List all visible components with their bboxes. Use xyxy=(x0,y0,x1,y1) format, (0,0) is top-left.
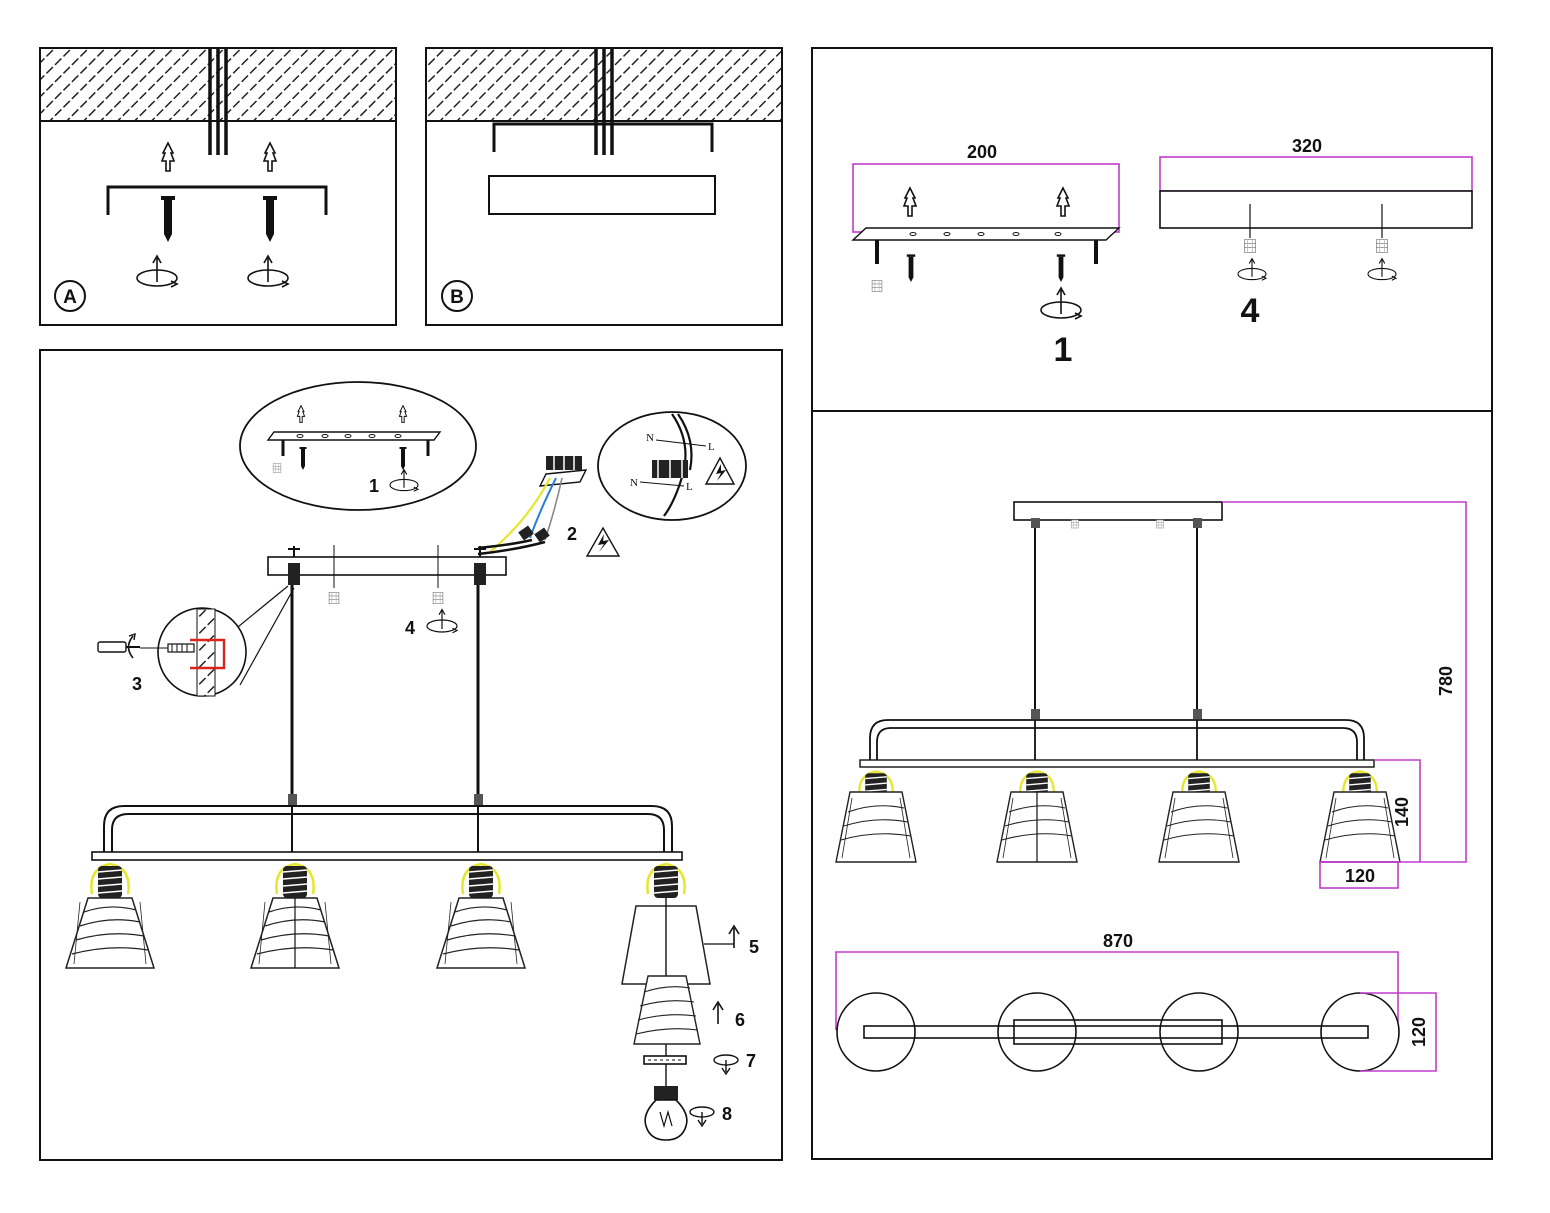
step-6-label: 6 xyxy=(735,1010,745,1030)
panel-a: A xyxy=(39,47,397,326)
panel-badge-a: A xyxy=(63,287,77,308)
light-bulb-icon xyxy=(644,1099,688,1141)
wire-live-bottom: L xyxy=(686,481,693,493)
rotate-icon xyxy=(713,1054,739,1076)
canopy xyxy=(488,175,716,215)
step-4-label: 4 xyxy=(405,618,415,638)
wire-live-top: L xyxy=(708,441,715,453)
lamp-shade xyxy=(1319,791,1401,863)
lamp-shade xyxy=(436,897,526,969)
step-1-label: 1 xyxy=(369,476,379,496)
up-arrow-icon xyxy=(712,1000,724,1024)
wire-neutral-bottom: N xyxy=(630,477,638,489)
step-4-large-label: 4 xyxy=(1241,292,1260,330)
ceiling-cables xyxy=(208,49,228,155)
retaining-ring xyxy=(643,1055,687,1065)
dimension-shade-width: 120 xyxy=(1345,866,1375,886)
mounting-bracket xyxy=(106,185,328,215)
screwdriver-icon xyxy=(97,632,140,659)
step-2-label: 2 xyxy=(567,524,577,544)
dimension-height: 780 xyxy=(1436,666,1456,696)
step-3-label: 3 xyxy=(132,674,142,694)
dimension-canopy-width: 320 xyxy=(1292,136,1322,156)
step-5-label: 5 xyxy=(749,937,759,957)
panel-assembly: 1 N L N L 2 xyxy=(39,349,783,1161)
lamp-shade xyxy=(835,791,917,863)
panel-badge-b: B xyxy=(450,287,464,308)
step-7-label: 7 xyxy=(746,1051,756,1071)
lamp-shade xyxy=(1158,791,1240,863)
dimension-length: 870 xyxy=(1103,931,1133,951)
rotate-icon xyxy=(689,1106,715,1128)
canopy xyxy=(267,556,507,576)
dimension-depth: 120 xyxy=(1409,1017,1429,1047)
dimension-plate-width: 200 xyxy=(967,142,997,162)
step-8-label: 8 xyxy=(722,1104,732,1124)
up-arrow-icon xyxy=(704,924,740,948)
electric-warning-icon xyxy=(585,526,621,557)
electric-warning-icon xyxy=(704,456,736,485)
panel-b: B xyxy=(425,47,783,326)
mounted-bracket xyxy=(492,122,714,152)
dimension-shade-height: 140 xyxy=(1392,797,1412,827)
lamp-shade xyxy=(65,897,155,969)
step-1-large-label: 1 xyxy=(1054,331,1073,369)
panel-dimensions: 200 1 320 4 xyxy=(811,47,1493,1160)
inner-glass xyxy=(633,975,701,1045)
wire-neutral-top: N xyxy=(646,432,654,444)
